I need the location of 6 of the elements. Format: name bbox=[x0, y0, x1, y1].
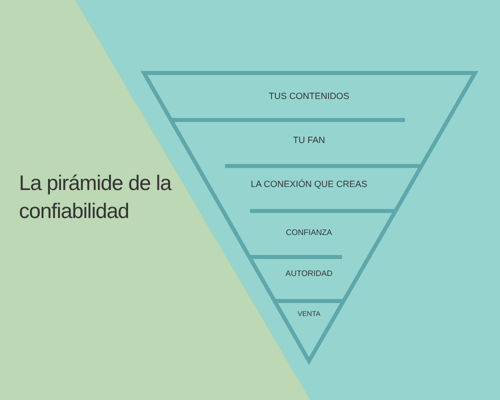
pyramid-level-label: TUS CONTENIDOS bbox=[230, 90, 388, 102]
pyramid-level-label: AUTORIDAD bbox=[230, 268, 388, 280]
pyramid-level-label: TU FAN bbox=[230, 134, 388, 146]
pyramid-level-label: LA CONEXIÓN QUE CREAS bbox=[230, 178, 388, 190]
pyramid-level-label: CONFIANZA bbox=[230, 227, 388, 239]
title: La pirámide de la confiabilidad bbox=[19, 171, 173, 225]
